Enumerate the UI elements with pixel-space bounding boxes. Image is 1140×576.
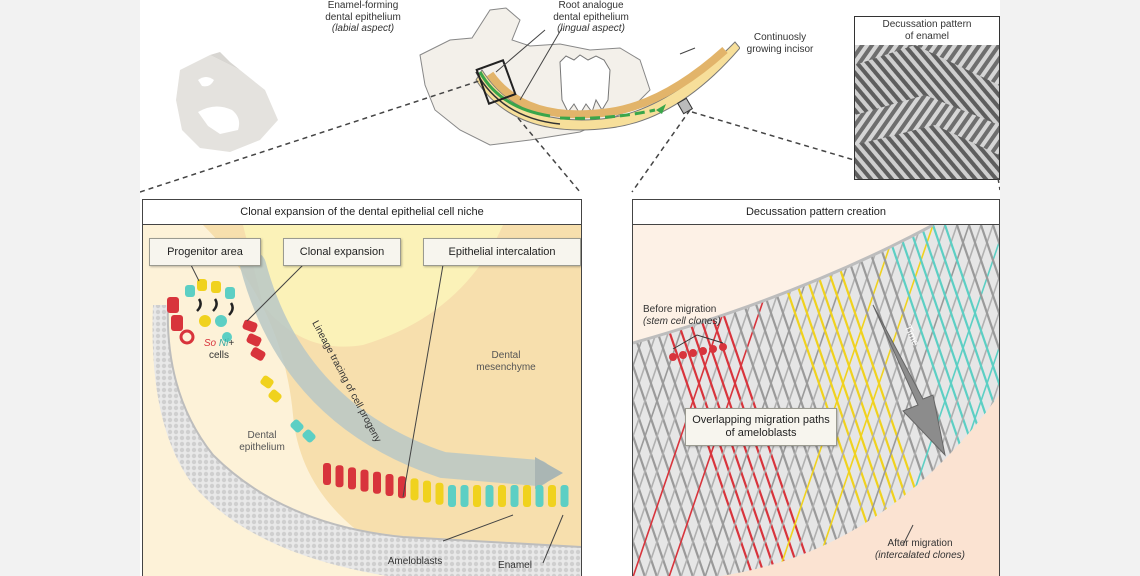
overlap-line2: of ameloblasts [725,427,797,439]
ameloblast-cell [348,467,356,490]
clonal-expansion-panel: Clonal expansion of the dental epithelia… [142,199,582,576]
migration-path [955,225,999,576]
progenitor-cells [167,279,235,345]
migration-path [812,225,934,576]
enamel-label: Enamel [498,560,532,571]
enamel-forming-line3: (labial aspect) [331,23,395,34]
ameloblast-cell [373,471,381,494]
progenitor-area-callout: Progenitor area [149,238,261,266]
ameloblast-cell [498,485,506,507]
overlap-line1: Overlapping migration paths [692,414,830,427]
after-line2: (intercalated clones) [874,549,966,561]
mesenchyme-line2: mesenchyme [476,361,536,373]
migration-path [788,225,910,576]
epithelium-line1: Dental [247,430,277,441]
decussation-panel-title: Decussation pattern creation [633,200,999,225]
cells-label: cells [208,349,229,361]
root-analogue-line1: Root analogue [558,0,624,11]
ameloblasts-label: Ameloblasts [387,556,443,567]
mouse-head-illustration [176,52,278,152]
migration-path [943,225,999,576]
dental-mesenchyme-label: Dental mesenchyme [461,350,551,373]
figure-canvas: Enamel-forming dental epithelium (labial… [140,0,1000,576]
root-analogue-line2: dental epithelium [553,11,629,23]
clonal-expansion-title: Clonal expansion of the dental epithelia… [143,200,581,225]
dental-epithelium-label: Dental epithelium [227,430,297,453]
stem-cell-clones [669,334,727,361]
migration-path [836,225,958,576]
clonal-cells [242,319,316,443]
migration-path [633,225,659,576]
migration-path [728,225,850,576]
migration-path [848,225,970,576]
ni-label: Ni [218,338,229,349]
so-ni-cells-label: So Ni+ cells [199,338,239,361]
ameloblast-cell [460,485,469,507]
before-migration-label: Before migration (stem cell clones) [643,304,753,327]
after-line1: After migration [887,538,953,549]
enamel-forming-line2: dental epithelium [325,11,401,23]
ameloblast-cell [535,485,544,507]
migration-path [824,225,946,576]
epithelium-line2: epithelium [239,441,285,453]
ameloblast-cell [423,480,431,503]
ameloblast-cell [523,485,531,507]
ameloblast-cell [473,485,481,507]
ameloblast-cell [360,469,369,492]
decussation-inset-title: Decussation pattern of enamel [855,19,999,42]
sem-micrograph [855,45,999,179]
migration-path [764,225,886,576]
plus-label: + [228,338,235,349]
mesenchyme-line1: Dental [491,350,521,361]
migration-paths-illustration [633,225,999,576]
migration-path [633,225,671,576]
overlapping-paths-callout: Overlapping migration paths of ameloblas… [685,408,837,446]
root-analogue-label: Root analogue dental epithelium (lingual… [536,0,646,35]
ameloblast-cell [485,485,494,507]
migration-path [800,225,922,576]
migration-path [967,225,999,576]
migration-path [740,225,862,576]
decussation-inset-line2: of enamel [905,30,949,42]
root-analogue-line3: (lingual aspect) [557,23,625,34]
ameloblast-cell [510,485,519,507]
before-line2: (stem cell clones) [643,315,721,327]
incisor-label: Continuosly growing incisor [730,32,830,55]
ameloblast-cell [548,485,556,507]
ameloblast-cell [410,478,419,501]
enamel-forming-label: Enamel-forming dental epithelium (labial… [308,0,418,35]
decussation-inset: Decussation pattern of enamel [854,16,1000,180]
decussation-inset-line1: Decussation pattern [882,19,972,30]
so-label: So [203,338,217,349]
after-migration-label: After migration (intercalated clones) [855,538,985,561]
clonal-expansion-callout: Clonal expansion [283,238,401,266]
ameloblast-cell [385,474,394,496]
incisor-line2: growing incisor [746,43,814,55]
decussation-panel: Decussation pattern creation [632,199,1000,576]
ameloblast-cell [323,463,331,485]
ameloblast-cell [448,485,456,507]
incisor-line1: Continuosly [753,32,807,43]
ameloblast-cell [560,485,569,507]
migration-path [633,225,695,576]
before-line1: Before migration [643,304,717,315]
migration-path [633,225,683,576]
enamel-forming-line1: Enamel-forming [327,0,399,11]
migration-path [776,225,898,576]
ameloblast-cell [335,465,344,488]
epithelial-intercalation-callout: Epithelial intercalation [423,238,581,266]
migration-path [716,225,838,576]
zoom-lines [140,79,1000,193]
jaw-illustration [419,7,740,146]
ameloblast-cell [435,482,444,505]
migration-path [752,225,874,576]
